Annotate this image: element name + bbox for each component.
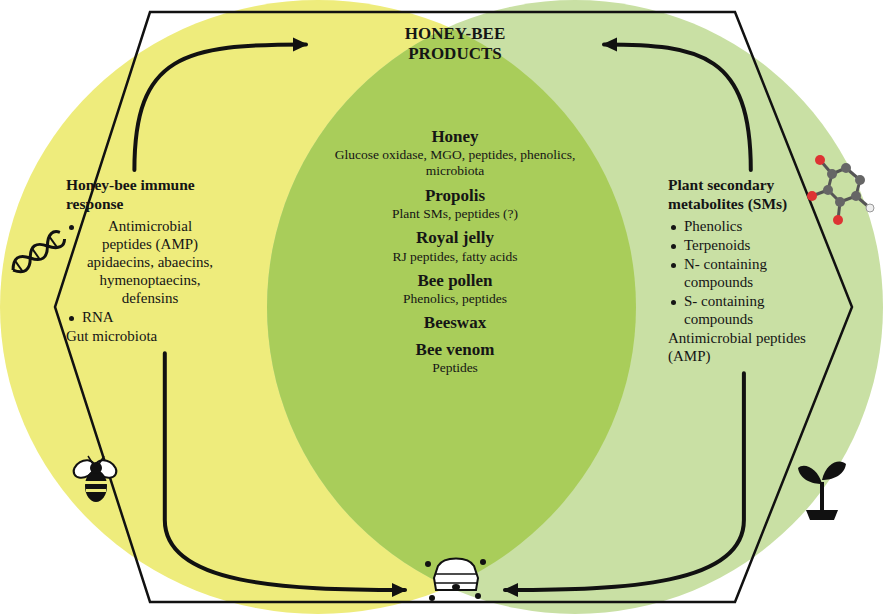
body-text: Gut microbiota bbox=[66, 327, 218, 345]
beehive-icon bbox=[425, 559, 486, 602]
heading-text: Bee venom bbox=[308, 340, 602, 360]
heading-text: Honey-bee immune response bbox=[66, 176, 218, 213]
body-text: Peptides bbox=[308, 360, 602, 376]
plant-icon bbox=[798, 461, 846, 520]
products-panel: HONEY-BEE PRODUCTS HoneyGlucose oxidase, … bbox=[308, 24, 602, 592]
body-text: Plant SMs, peptides (?) bbox=[308, 206, 602, 222]
heading-text: Plant secondary metabolites (SMs) bbox=[668, 176, 806, 213]
bullet-item: N- containing compounds bbox=[668, 255, 806, 291]
body-text: Glucose oxidase, MGO, peptides, phenolic… bbox=[308, 147, 602, 179]
curved-arrow bbox=[505, 373, 744, 590]
heading-text: Propolis bbox=[308, 186, 602, 206]
heading-text: Bee pollen bbox=[308, 271, 602, 291]
bee-icon bbox=[70, 456, 119, 502]
bullet-item: Antimicrobial peptides (AMP) apidaecins,… bbox=[66, 217, 218, 307]
bullet-item: Terpenoids bbox=[668, 236, 806, 254]
plant-circle bbox=[267, 0, 883, 614]
dna-icon bbox=[8, 229, 66, 277]
curved-arrow bbox=[134, 44, 306, 170]
bullet-item: S- containing compounds bbox=[668, 292, 806, 328]
heading-text: Royal jelly bbox=[308, 228, 602, 248]
bullet-item: RNA bbox=[66, 308, 218, 326]
bullet-item: Phenolics bbox=[668, 217, 806, 235]
plant-metabolites-group: Plant secondary metabolites (SMs) Phenoli… bbox=[668, 176, 806, 365]
diagram-title: HONEY-BEE PRODUCTS bbox=[380, 24, 530, 65]
overlap-region bbox=[267, 0, 883, 614]
curved-arrow bbox=[604, 44, 751, 170]
immune-response-group: Honey-bee immune responseAntimicrobial p… bbox=[66, 176, 218, 345]
hexagon-frame bbox=[55, 12, 852, 602]
body-text: Antimicrobial peptides (AMP) bbox=[668, 329, 806, 365]
heading-text: Beeswax bbox=[308, 313, 602, 333]
body-text: RJ peptides, fatty acids bbox=[308, 249, 602, 265]
curved-arrow bbox=[165, 353, 405, 590]
molecule-icon bbox=[807, 155, 874, 225]
heading-text: Honey bbox=[308, 127, 602, 147]
body-text: Phenolics, peptides bbox=[308, 291, 602, 307]
